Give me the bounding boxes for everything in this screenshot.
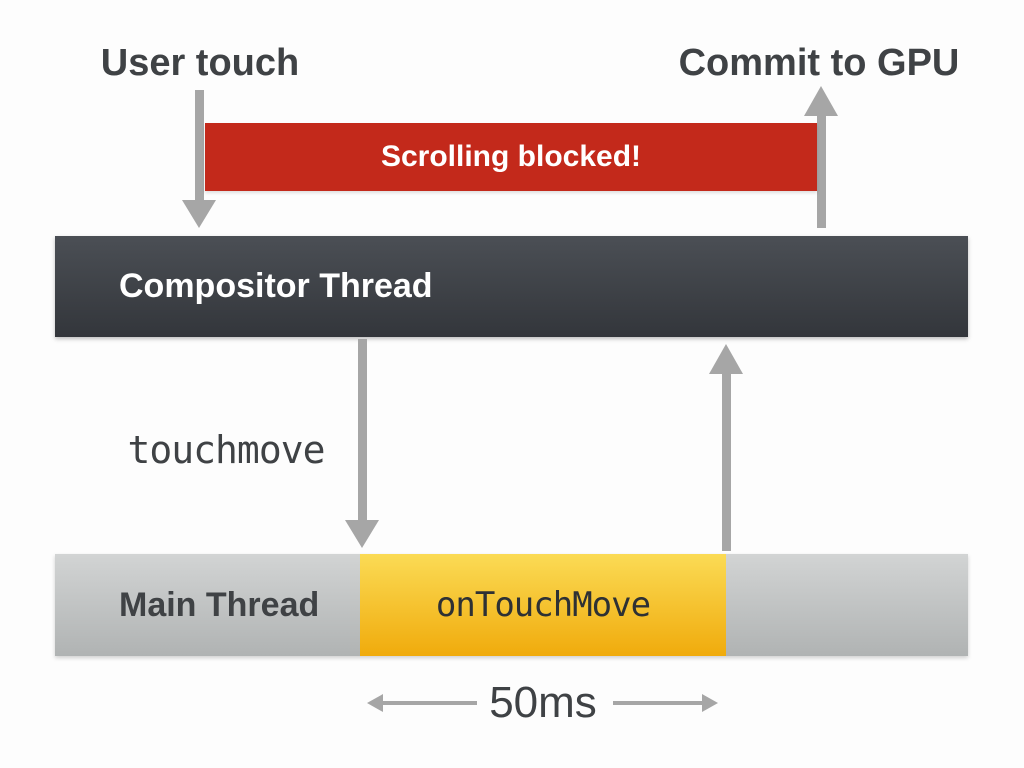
main-thread-bar: onTouchMove Main Thread — [55, 554, 968, 656]
arrow-shaft — [816, 116, 826, 228]
down-arrow-icon — [345, 339, 379, 548]
arrow-head — [709, 344, 743, 374]
duration-label: 50ms — [489, 678, 597, 727]
arrow-shaft — [357, 339, 367, 520]
arrow-head — [804, 86, 838, 116]
touchmove-event-label: touchmove — [127, 428, 326, 472]
arrow-head — [702, 694, 718, 712]
on-touch-move-label: onTouchMove — [435, 585, 651, 625]
up-arrow-icon — [804, 86, 838, 228]
user-touch-label: User touch — [100, 42, 300, 84]
on-touch-move-segment: onTouchMove — [360, 554, 726, 656]
right-arrow-icon — [613, 694, 718, 712]
arrow-head — [367, 694, 383, 712]
compositor-thread-bar: Compositor Thread — [55, 236, 968, 337]
scrolling-blocked-bar: Scrolling blocked! — [205, 123, 817, 191]
arrow-line — [383, 701, 477, 705]
main-thread-label: Main Thread — [119, 554, 319, 656]
up-arrow-icon — [709, 344, 743, 551]
arrow-head — [182, 200, 216, 228]
down-arrow-icon — [182, 90, 216, 228]
commit-to-gpu-label: Commit to GPU — [678, 42, 960, 84]
scrolling-blocked-label: Scrolling blocked! — [380, 140, 642, 173]
arrow-shaft — [721, 374, 731, 551]
arrow-head — [345, 520, 379, 548]
left-arrow-icon — [367, 694, 477, 712]
main-thread-label-text: Main Thread — [119, 585, 320, 624]
arrow-shaft — [194, 90, 204, 200]
arrow-line — [613, 701, 702, 705]
compositor-thread-label: Compositor Thread — [119, 267, 433, 305]
